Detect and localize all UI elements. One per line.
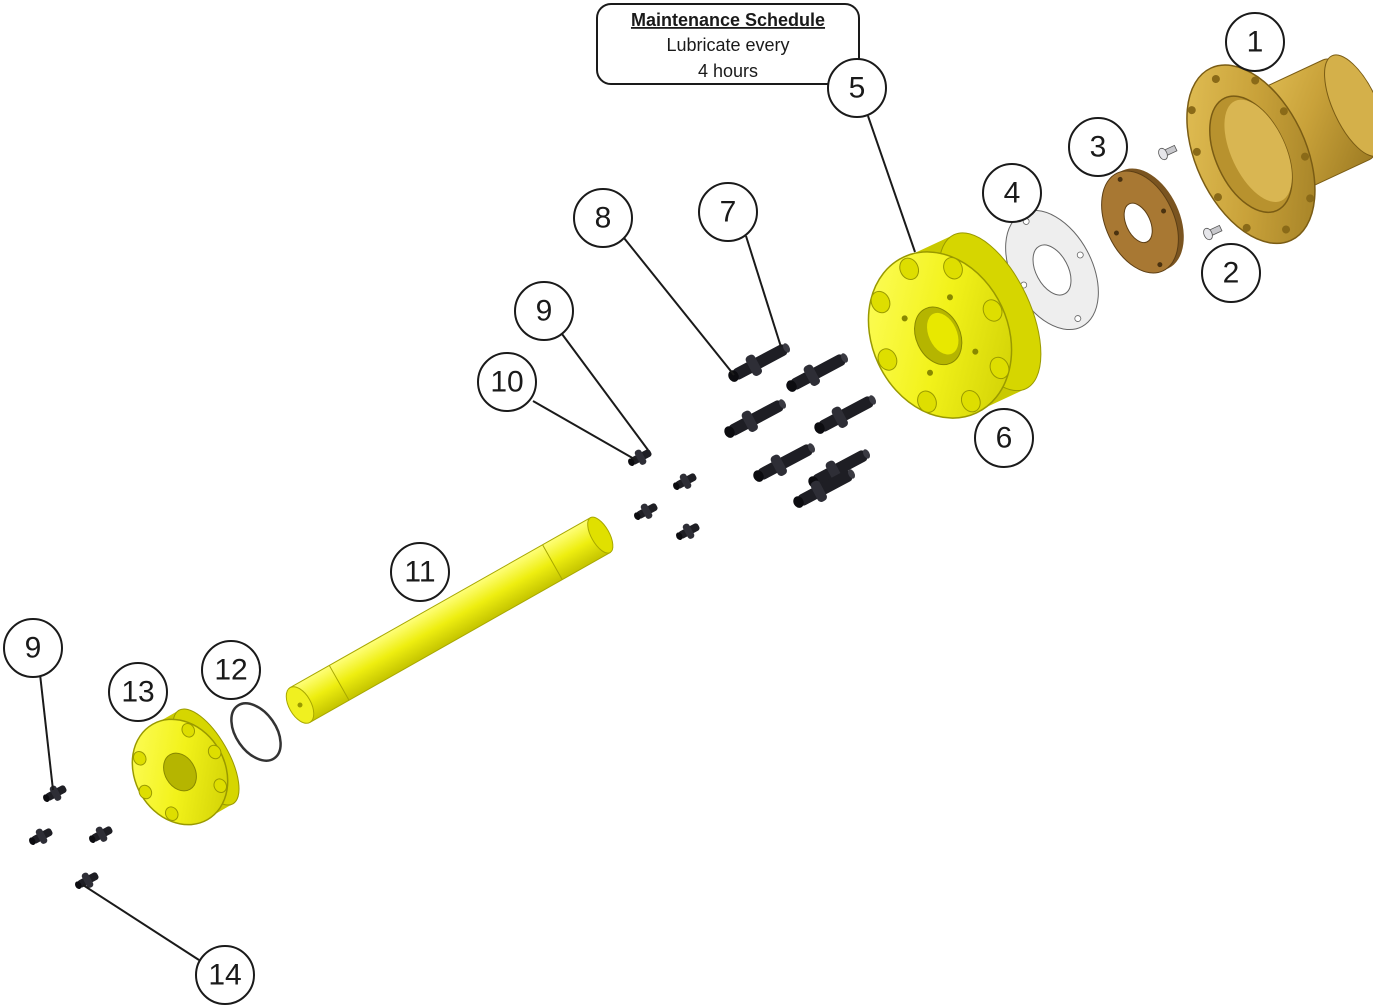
callout-4-label: 4: [1004, 177, 1021, 210]
callout-5: 5: [827, 58, 887, 118]
callout-10-label: 10: [490, 366, 523, 399]
shaft-part-11: [285, 516, 614, 724]
bushing-part-1: [1186, 54, 1373, 245]
leader-lines: [39, 115, 916, 961]
callout-6: 6: [974, 408, 1034, 468]
callout-1-label: 1: [1247, 26, 1264, 59]
callout-4: 4: [982, 163, 1042, 223]
callout-3-label: 3: [1090, 131, 1107, 164]
callout-9-upper-label: 9: [536, 295, 553, 328]
o-ring-part-12: [230, 702, 282, 762]
callout-3: 3: [1068, 117, 1128, 177]
note-line-2: 4 hours: [698, 61, 758, 81]
flange-part-6: [867, 232, 1042, 419]
callout-11: 11: [390, 542, 450, 602]
callout-13-label: 13: [121, 676, 154, 709]
callout-7-label: 7: [720, 196, 737, 229]
note-line-1: Lubricate every: [666, 35, 789, 55]
callout-14-label: 14: [208, 959, 241, 992]
callout-9-lower-label: 9: [25, 632, 42, 665]
callout-9-upper: 9: [514, 281, 574, 341]
callout-1: 1: [1225, 12, 1285, 72]
maintenance-note: Maintenance Schedule Lubricate every 4 h…: [596, 3, 860, 85]
callout-2-label: 2: [1223, 257, 1240, 290]
callout-14: 14: [195, 945, 255, 1005]
callout-10: 10: [477, 352, 537, 412]
screw-part-2: [1158, 144, 1223, 241]
callout-6-label: 6: [996, 422, 1013, 455]
callout-7: 7: [698, 182, 758, 242]
fasteners-part-9-14-lower: [25, 780, 116, 894]
callout-8: 8: [573, 188, 633, 248]
callout-11-label: 11: [404, 556, 435, 589]
callout-2: 2: [1201, 243, 1261, 303]
fasteners-part-9-10-upper: [624, 444, 703, 545]
callout-5-label: 5: [849, 72, 866, 105]
small-flange-part-13: [131, 708, 240, 826]
callout-13: 13: [108, 662, 168, 722]
washer-part-3: [1101, 168, 1184, 274]
long-bolts-part-7-8: [719, 336, 881, 515]
note-title: Maintenance Schedule: [631, 10, 825, 30]
callout-8-label: 8: [595, 202, 612, 235]
callout-12: 12: [201, 640, 261, 700]
callout-9-lower: 9: [3, 618, 63, 678]
callout-12-label: 12: [214, 654, 247, 687]
